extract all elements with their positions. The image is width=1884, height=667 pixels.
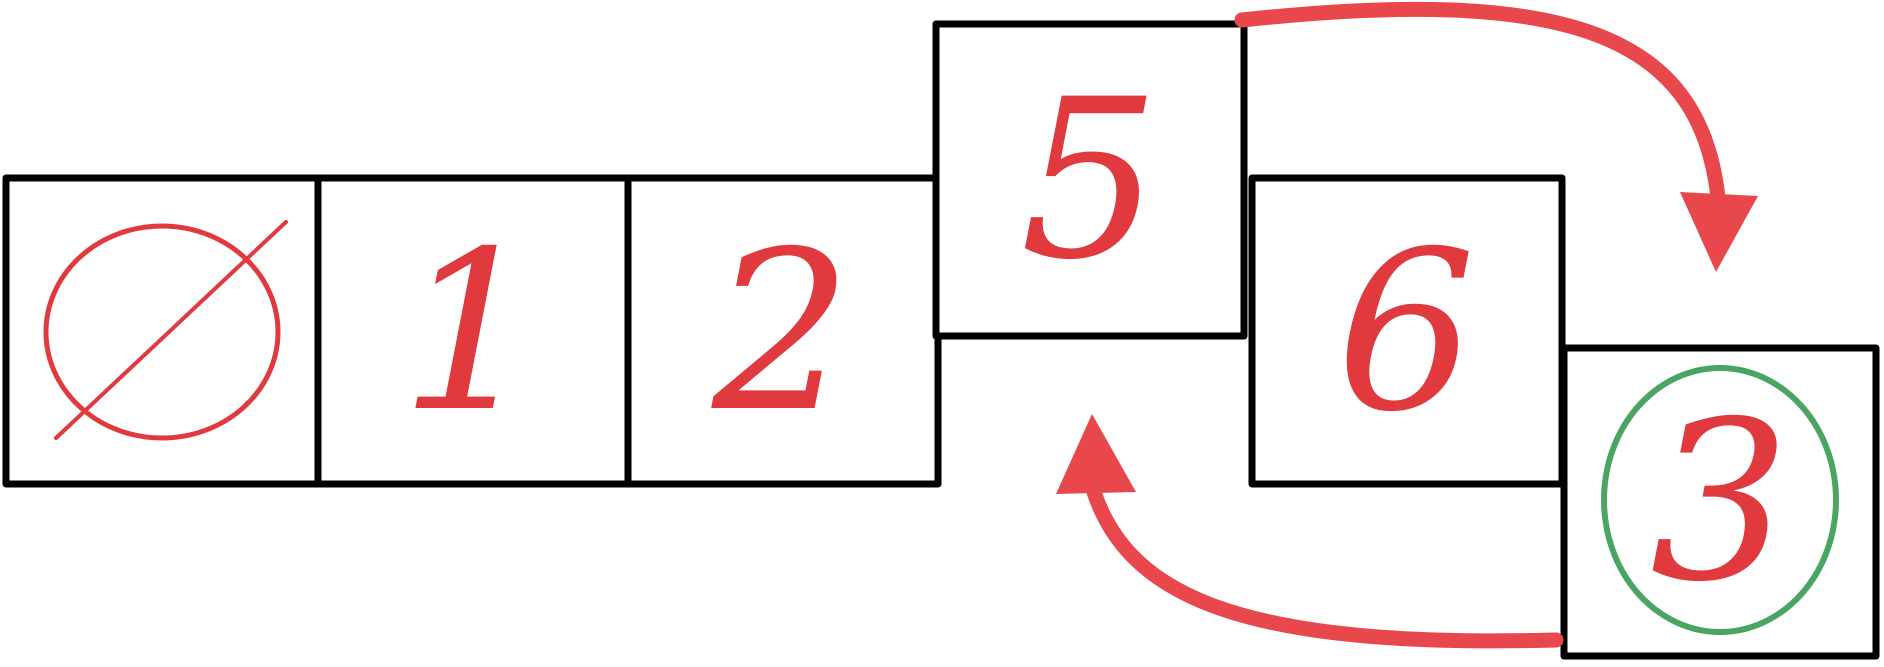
empty-set-slash bbox=[54, 220, 288, 440]
cell-2: 2 bbox=[624, 174, 942, 488]
cell-label-2: 2 bbox=[711, 204, 852, 460]
cell-box-0 bbox=[2, 174, 322, 488]
cell-label-1: 1 bbox=[400, 204, 540, 460]
cell-box-2 bbox=[624, 174, 942, 488]
arrow-bottom-head bbox=[1056, 414, 1136, 494]
cell-box-5 bbox=[932, 20, 1248, 340]
cell-label-6: 6 bbox=[1336, 204, 1476, 460]
arrows-layer bbox=[1056, 1, 1758, 649]
cell-3: 3 bbox=[1560, 344, 1880, 660]
cells-layer: ∅ 1 2 5 6 bbox=[2, 20, 1880, 660]
arrow-top-path bbox=[1234, 1, 1726, 206]
arrow-bottom-path bbox=[1086, 484, 1564, 649]
cell-label-5: 5 bbox=[1020, 52, 1160, 308]
highlight-circle bbox=[1601, 365, 1839, 635]
cell-6: 6 bbox=[1248, 174, 1566, 488]
arrow-top-head bbox=[1680, 192, 1758, 272]
cell-1: 1 bbox=[314, 174, 632, 488]
empty-set-circle bbox=[43, 223, 281, 441]
cell-box-6 bbox=[1248, 174, 1566, 488]
cell-5: 5 bbox=[932, 20, 1248, 340]
cell-box-3 bbox=[1560, 344, 1880, 660]
cell-label-3: 3 bbox=[1650, 374, 1790, 630]
cell-empty: ∅ bbox=[2, 174, 322, 488]
